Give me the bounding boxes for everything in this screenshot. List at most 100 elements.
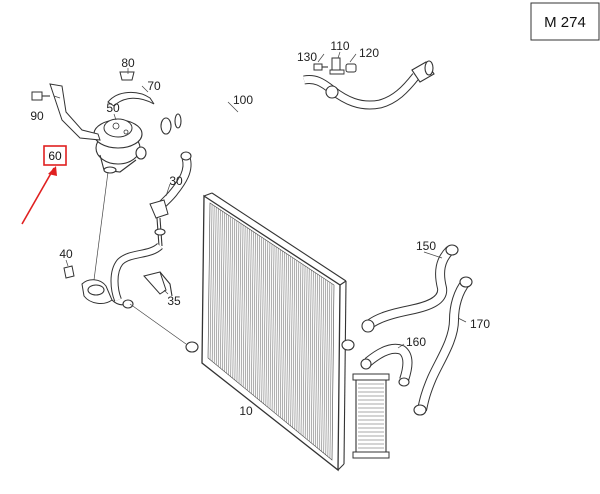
radiator-fin-line (216, 208, 219, 365)
radiator-fin-line (302, 265, 306, 437)
label-120: 120 (359, 46, 379, 60)
radiator-fin-line (249, 230, 252, 393)
radiator-fin-line (275, 248, 279, 415)
radiator-fin-line (292, 259, 295, 428)
radiator-fin-line (286, 254, 289, 423)
leader-lines (65, 51, 467, 349)
radiator-fin-line (224, 213, 227, 372)
radiator-fin-line (271, 245, 275, 411)
radiator-fin-line (311, 271, 314, 444)
radiator-fin-line (218, 209, 221, 367)
label-50: 50 (106, 101, 120, 115)
radiator-fin-line (284, 253, 287, 421)
radiator-fin-line (222, 212, 225, 370)
radiator-fin-line (263, 239, 267, 404)
radiator-fin-line (296, 261, 300, 432)
radiator-fin-line (323, 279, 326, 454)
radiator[interactable] (185, 192, 355, 472)
radiator-fin-line (294, 260, 298, 430)
radiator-fin-line (236, 222, 240, 382)
radiator-fin-line (242, 226, 246, 387)
hose-100[interactable] (160, 60, 435, 135)
radiator-fin-line (319, 276, 322, 450)
radiator-fin-line (329, 283, 333, 459)
radiator-fin-line (213, 207, 217, 364)
label-160: 160 (406, 335, 426, 349)
radiator-fin-line (251, 231, 254, 394)
radiator-fin-line (321, 278, 324, 452)
label-40: 40 (59, 247, 73, 261)
lower-line (129, 303, 187, 345)
label-80: 80 (121, 56, 135, 70)
radiator-fin-line (273, 246, 277, 413)
radiator-fin-line (234, 220, 238, 381)
radiator-fin-line (240, 224, 244, 386)
radiator-fin-line (306, 268, 310, 440)
radiator-fin-line (290, 257, 293, 427)
clip-120[interactable] (345, 63, 357, 73)
radiator-fin-line (304, 267, 308, 438)
expansion-tank[interactable] (93, 118, 147, 174)
radiator-fin-line (247, 228, 250, 391)
radiator-fin-line (209, 204, 213, 360)
radiator-fin-line (288, 256, 291, 425)
bolt-90[interactable] (31, 91, 50, 101)
radiator-fin-line (315, 274, 318, 447)
radiator-fin-line (211, 205, 215, 362)
bracket-35[interactable] (143, 271, 173, 297)
radiator-fin-line (230, 218, 233, 377)
radiator-fin-line (317, 275, 320, 449)
radiator-fin-line (309, 269, 312, 442)
radiator-fin-line (253, 233, 256, 396)
label-35: 35 (167, 294, 181, 308)
strap-70[interactable] (107, 92, 155, 107)
clip-80[interactable] (119, 71, 135, 81)
highlight-60 (21, 145, 67, 225)
clip-110[interactable] (329, 57, 345, 75)
engine-code-badge: M 274 (530, 2, 600, 41)
oil-cooler[interactable] (352, 373, 390, 459)
label-170: 170 (470, 317, 490, 331)
radiator-fin-line (313, 272, 316, 445)
radiator-fin-line (228, 216, 231, 376)
radiator-fin-line (244, 227, 248, 389)
drain-line (93, 171, 109, 281)
bracket-60[interactable] (49, 83, 101, 141)
radiator-fin-line (269, 243, 273, 410)
label-130: 130 (297, 50, 317, 64)
label-10: 10 (239, 404, 253, 418)
radiator-fin-line (238, 223, 242, 384)
radiator-fin-line (232, 219, 236, 379)
oil-cooler-fins (358, 383, 384, 449)
hose-170[interactable] (413, 276, 473, 416)
label-110: 110 (330, 39, 349, 53)
label-70: 70 (147, 79, 161, 93)
radiator-fin-line (298, 263, 302, 433)
radiator-fin-line (300, 264, 304, 435)
radiator-fin-line (282, 252, 285, 420)
radiator-fin-line (255, 234, 258, 398)
label-90: 90 (30, 109, 44, 123)
radiator-fin-line (220, 211, 223, 369)
radiator-fins (209, 204, 333, 459)
hose-30[interactable] (110, 151, 192, 302)
radiator-fin-line (226, 215, 229, 374)
radiator-fin-line (325, 280, 329, 455)
label-60: 60 (48, 149, 62, 163)
radiator-fin-line (327, 282, 331, 457)
radiator-fin-line (259, 237, 262, 401)
label-150: 150 (416, 239, 436, 253)
hose-150[interactable] (361, 244, 459, 333)
radiator-fin-line (280, 250, 283, 418)
bolt-130[interactable] (313, 63, 328, 71)
radiator-fin-line (278, 249, 281, 416)
label-100: 100 (233, 93, 253, 107)
label-30: 30 (169, 174, 183, 188)
radiator-fin-line (257, 235, 260, 399)
hose-160[interactable] (360, 343, 413, 387)
radiator-fin-line (265, 241, 269, 406)
engine-code-text: M 274 (544, 14, 586, 31)
radiator-fin-line (261, 238, 264, 403)
junction-40[interactable] (63, 265, 134, 309)
